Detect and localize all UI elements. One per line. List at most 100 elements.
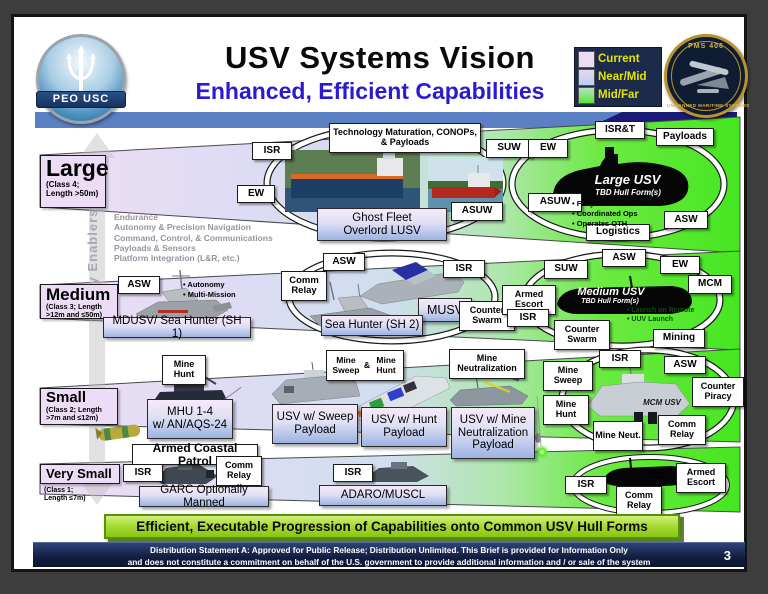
bullet-item: • Autonomy (183, 280, 225, 289)
usv-sweep-platform-box: USV w/ Sweep Payload (272, 404, 358, 444)
mine-hunt-tag: Mine Hunt (162, 355, 206, 385)
suw-medium-tag: SUW (544, 260, 588, 279)
bullet-item: • UUV Launch (627, 316, 674, 324)
legend-swatch-mid-far (578, 86, 595, 104)
pms-406-subtitle: UNMANNED MARITIME SYSTEMS (667, 103, 750, 108)
sh1-bullets: • Autonomy • Multi-Mission (183, 280, 236, 300)
mhu-line2: w/ AN/AQS-24 (152, 419, 228, 431)
musv-ship (359, 262, 465, 305)
counter-piracy-tag: Counter Piracy (692, 377, 744, 407)
pms-406-logo: PMS 406 UNMANNED MARITIME SYSTEMS (664, 34, 750, 118)
comm-relay-small-tag: Comm Relay (658, 415, 706, 445)
sweep-usv-ship (271, 361, 361, 405)
tech-maturation-tag: Technology Maturation, CONOPs, & Payload… (329, 123, 481, 153)
pms-406-title: PMS 406 (688, 43, 724, 50)
band-class-vs-2: Length ≤7m) (44, 495, 86, 503)
asw-small-tag: ASW (664, 356, 706, 374)
ew-medium-tag: EW (660, 256, 700, 274)
key-enabler-item: Command, Control, & Communications (114, 232, 273, 243)
bullet-item: • Coordinated Ops (572, 208, 638, 218)
asuw-tag: ASUW (451, 202, 503, 221)
legend-label: Near/Mid (598, 71, 647, 83)
mine-sweep-label: Mine Sweep (332, 355, 360, 375)
medium-usv-silhouette (557, 275, 692, 314)
peo-usc-banner: PEO USC (36, 91, 126, 108)
ew-tag: EW (237, 185, 275, 203)
uuv-glider-icon (680, 60, 729, 93)
asw-medium-tag: ASW (602, 249, 646, 267)
adaro-platform-box: ADARO/MUSCL (319, 485, 447, 506)
large-usv-bullets: • Fully Autonomous • Coordinated Ops • O… (572, 199, 642, 228)
band-class-large-2: Length >50m) (46, 189, 99, 199)
garc-platform-box: GARC Optionally Manned (139, 484, 269, 509)
mcm-usv-ship (587, 365, 691, 424)
mdusv-platform-box: MDUSV/ Sea Hunter (SH 1) (103, 315, 251, 340)
mhu-line1: MHU 1-4 (166, 406, 213, 419)
garc-boat (156, 462, 218, 484)
isrt-tag: ISR&T (595, 121, 645, 139)
legend-row-current: Current (578, 50, 658, 68)
ampersand-label: & (363, 359, 371, 370)
bullet-item: • Fully Autonomous (572, 199, 643, 208)
asw-sh2-tag: ASW (323, 253, 365, 271)
isr-small-tag: ISR (599, 350, 641, 368)
ew-future-tag: EW (528, 139, 568, 158)
usv-hunt-platform-box: USV w/ Hunt Payload (361, 407, 447, 447)
medium-usv-hull: TBD Hull Form(s) (581, 298, 639, 305)
key-enabler-item: Autonomy & Precision Navigation (114, 222, 251, 233)
key-enabler-item: Endurance (114, 212, 158, 222)
bullet-item: • Multi-Mission (183, 289, 236, 299)
isr-vs3-tag: ISR (565, 476, 607, 494)
band-title-medium: Medium (46, 285, 111, 304)
distribution-line-2: and does not constitute a commitment on … (127, 556, 651, 567)
isr-vs2-tag: ISR (333, 464, 373, 482)
band-title-very-small: Very Small (46, 466, 112, 481)
logistics-tag: Logistics (586, 224, 650, 241)
counter-swarm-medium-tag: Counter Swarm (554, 320, 610, 350)
mcm-tag: MCM (688, 275, 732, 294)
legend-row-mid-far: Mid/Far (578, 86, 658, 104)
sea-hunter-1-ship (135, 269, 232, 321)
mining-tag: Mining (653, 329, 705, 348)
large-usv-hull: TBD Hull Form(s) (595, 188, 661, 197)
distribution-statement-bar: Distribution Statement A: Approved for P… (33, 542, 745, 567)
asw-future-tag: ASW (664, 211, 708, 229)
mine-hunt-label: Mine Hunt (376, 355, 396, 375)
suw-tag: SUW (486, 139, 532, 158)
page-subtitle: Enhanced, Efficient Capabilities (195, 78, 545, 104)
ghost-fleet-photo-1 (285, 148, 420, 212)
mine-neutralization-tag: Mine Neutralization (449, 349, 525, 379)
comm-relay-tag: Comm Relay (281, 271, 327, 301)
band-class-small-2: >7m and ≤12m) (46, 413, 99, 423)
peo-usc-logo: PEO USC (36, 34, 126, 124)
progression-banner: Efficient, Executable Progression of Cap… (104, 514, 680, 539)
bullet-item: • Operates OTH (572, 218, 628, 228)
page-title: USV Systems Vision (225, 40, 535, 75)
band-class-small-1: (Class 2; Length (46, 404, 102, 414)
asuw-future-tag: ASUW (528, 193, 582, 212)
large-usv-silhouette (553, 147, 689, 206)
band-class-very-small: (Class 1; Length ≤7m) (44, 487, 86, 504)
ghost-fleet-line2: Overlord LUSV (343, 224, 421, 237)
band-class-large-1: (Class 4; (46, 180, 80, 189)
isr-tag: ISR (252, 142, 292, 160)
page-number: 3 (723, 548, 731, 563)
band-class-medium-2: >12m and ≤50m) (46, 310, 103, 320)
key-enablers-list: Endurance Autonomy & Precision Navigatio… (114, 212, 304, 264)
mcm-usv-name: MCM USV (643, 398, 681, 407)
medium-usv-bullets: • Launch on Remote • UUV Launch (627, 306, 694, 325)
asw-sh1-tag: ASW (118, 276, 160, 294)
payloads-tag: Payloads (656, 128, 714, 146)
band-label-small: Small (Class 2; Length >7m and ≤12m) (40, 388, 118, 425)
band-class-medium-1: (Class 3; Length (46, 302, 102, 311)
mine-sweep-future-tag: Mine Sweep (543, 361, 593, 391)
mine-neut-tag: Mine Neut. (593, 421, 643, 451)
legend-row-near-mid: Near/Mid (578, 68, 658, 86)
isr-vs1-tag: ISR (123, 464, 163, 482)
legend-swatch-current (578, 50, 595, 68)
ghost-fleet-platform-box: Ghost Fleet Overlord LUSV (317, 208, 447, 241)
band-label-very-small: Very Small (40, 464, 120, 484)
comm-relay-vs1-tag: Comm Relay (216, 456, 262, 486)
timeframe-legend: Current Near/Mid Mid/Far (574, 47, 662, 107)
